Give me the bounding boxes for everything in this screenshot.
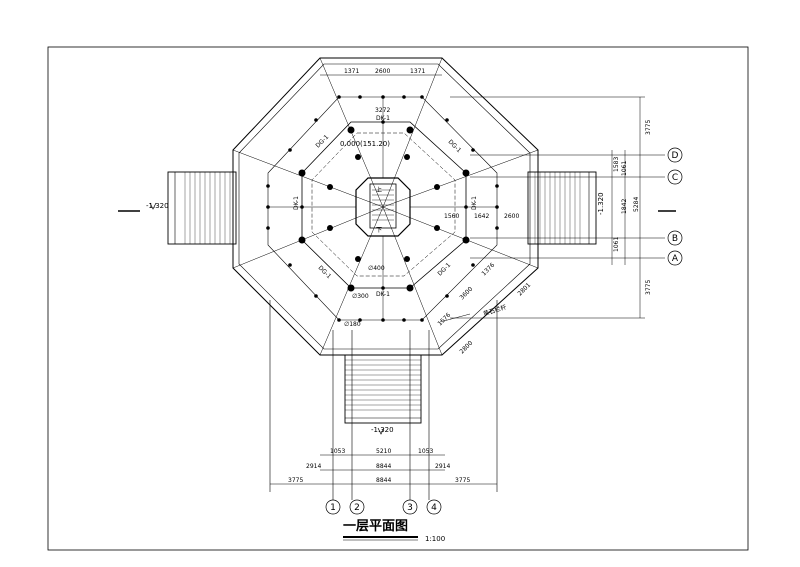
dim-top-3: 1371 — [410, 68, 425, 75]
beam-label-right: DK-1 — [471, 196, 478, 210]
column-note-180: ∅180 — [344, 321, 361, 328]
grid-axis-c: C — [672, 173, 678, 183]
grid-axis-3: 3 — [407, 503, 413, 513]
grid-axis-a: A — [672, 254, 679, 264]
stair-mark-up: 上 — [376, 186, 382, 194]
dim-top-1: 1371 — [344, 68, 359, 75]
octagon-decor-ring — [311, 132, 456, 277]
grid-axis-4: 4 — [431, 503, 437, 513]
dim-bottom-r2-1: 2914 — [306, 463, 321, 470]
level-east: -1.320 — [597, 192, 605, 215]
central-stair-treads — [372, 189, 394, 221]
level-south: -1.320 — [371, 426, 394, 434]
dim-right-outer-3: 3775 — [645, 280, 652, 295]
material-leader — [439, 313, 471, 323]
material-note: 黄石栏杆 — [482, 303, 507, 318]
dim-diag-2: 3600 — [458, 286, 474, 302]
dimension-lines-right — [611, 97, 641, 318]
grid-axis-2: 2 — [354, 503, 360, 513]
south-stair — [344, 354, 422, 424]
dim-right-inner-3: 1842 — [621, 199, 628, 214]
grid-axis-lines — [269, 96, 665, 500]
beam-label-se: DG-1 — [436, 262, 452, 278]
stair-mark-down: 下 — [376, 227, 382, 234]
beam-label-nw: DG-1 — [314, 134, 330, 150]
beam-label-bottom: DK-1 — [376, 291, 390, 298]
dim-bottom-r2-2: 8844 — [376, 463, 391, 470]
dim-bottom-r3-3: 3775 — [455, 477, 470, 484]
east-stair — [527, 171, 597, 245]
column-note-400: ∅400 — [368, 265, 385, 272]
dim-right-inner-4: 1061 — [613, 237, 620, 252]
octagon-inner-wall — [238, 63, 531, 350]
small-column-dots — [266, 95, 499, 322]
dim-bottom-r3-1: 3775 — [288, 477, 303, 484]
dim-right-outer-1: 3775 — [645, 120, 652, 135]
beam-label-ne: DG-1 — [447, 138, 463, 154]
drawing-frame — [47, 46, 749, 551]
dimension-lines-bottom — [270, 454, 497, 485]
dim-top-2: 2600 — [375, 68, 390, 75]
level-center: 0.000(151.20) — [340, 140, 390, 148]
dim-center-2: 1642 — [474, 213, 489, 220]
beam-label-top: DK-1 — [376, 115, 390, 122]
dim-bottom-r1-1: 1053 — [330, 448, 345, 455]
dim-center-1: 1560 — [444, 213, 459, 220]
grid-axis-1: 1 — [330, 503, 336, 513]
dim-right-inner-2: 1061 — [621, 161, 628, 176]
column-note-300: ∅300 — [352, 293, 369, 300]
central-stair-well — [355, 177, 411, 237]
grid-axis-d: D — [672, 151, 679, 161]
dim-diag-3: 2801 — [516, 282, 532, 298]
dim-right-inner-1: 1583 — [613, 157, 620, 172]
drawing-scale: 1:100 — [425, 535, 445, 543]
grid-axis-b: B — [672, 234, 678, 244]
dim-diag-4: 2800 — [458, 340, 474, 356]
dim-bottom-r1-2: 5210 — [376, 448, 391, 455]
dim-diag-1: 1376 — [480, 262, 496, 278]
dim-right-outer-2: 5284 — [633, 197, 640, 212]
level-arrows — [149, 202, 385, 435]
central-stair-core — [369, 183, 397, 229]
drawing-title: 一层平面图 — [343, 519, 408, 534]
dim-bottom-r1-3: 1053 — [418, 448, 433, 455]
dim-center-3: 2600 — [504, 213, 519, 220]
grid-bubbles-bottom — [325, 499, 442, 515]
west-stair — [167, 171, 237, 245]
dim-bottom-r2-3: 2914 — [435, 463, 450, 470]
grid-bubbles-right — [667, 147, 683, 266]
beam-label-sw: DG-1 — [317, 264, 333, 280]
column-markers — [298, 126, 470, 292]
beam-label-left: DK-1 — [293, 196, 300, 210]
dim-top-inner: 3272 — [375, 107, 390, 114]
level-west: -1.320 — [146, 202, 169, 210]
dim-bottom-r3-2: 8844 — [376, 477, 391, 484]
